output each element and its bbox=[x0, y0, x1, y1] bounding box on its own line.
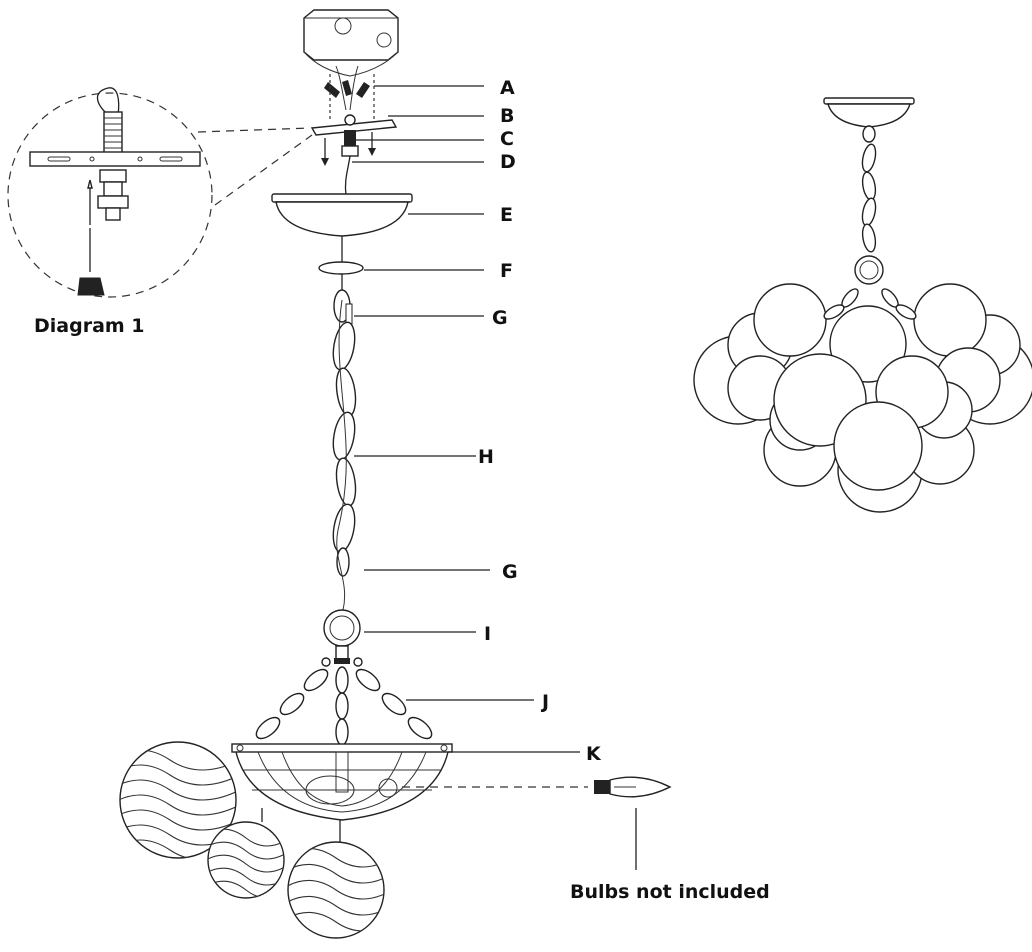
label-a: A bbox=[500, 77, 515, 99]
label-i: I bbox=[484, 623, 491, 645]
label-d: D bbox=[500, 151, 516, 173]
bulbs-note: Bulbs not included bbox=[570, 881, 770, 903]
diagram-1-caption: Diagram 1 bbox=[34, 315, 145, 337]
hex-nut bbox=[99, 169, 127, 183]
junction-box bbox=[303, 9, 399, 77]
label-b: B bbox=[500, 105, 514, 127]
label-f: F bbox=[500, 260, 513, 282]
s-hook-bottom bbox=[336, 547, 350, 577]
cage-frame bbox=[231, 743, 453, 821]
crossbar bbox=[29, 151, 201, 167]
mounting-strap bbox=[310, 119, 398, 136]
label-e: E bbox=[500, 204, 513, 226]
canopy bbox=[271, 193, 413, 237]
chain bbox=[332, 289, 357, 611]
label-g-top: G bbox=[492, 307, 508, 329]
detail-leader-top bbox=[197, 127, 311, 133]
label-j: J bbox=[540, 691, 549, 713]
glass-globe-medium bbox=[207, 808, 285, 899]
loop-ring bbox=[323, 609, 361, 647]
threaded-nipple bbox=[344, 130, 356, 146]
assembled-fixture bbox=[693, 97, 1032, 513]
label-g-bottom: G bbox=[502, 561, 518, 583]
power-cable bbox=[344, 155, 351, 196]
wire-nuts bbox=[324, 65, 370, 111]
detail-inset bbox=[7, 87, 313, 298]
label-k: K bbox=[586, 743, 602, 765]
glass-globe-small bbox=[287, 820, 385, 939]
canopy-collar bbox=[318, 261, 364, 275]
support-chains bbox=[255, 657, 433, 746]
detail-circle bbox=[7, 92, 213, 298]
candle-bulb-icon bbox=[594, 776, 672, 798]
screwdriver-icon bbox=[77, 277, 105, 296]
label-h: H bbox=[478, 446, 494, 468]
detail-leader-bottom bbox=[214, 134, 313, 206]
label-c: C bbox=[500, 128, 514, 150]
